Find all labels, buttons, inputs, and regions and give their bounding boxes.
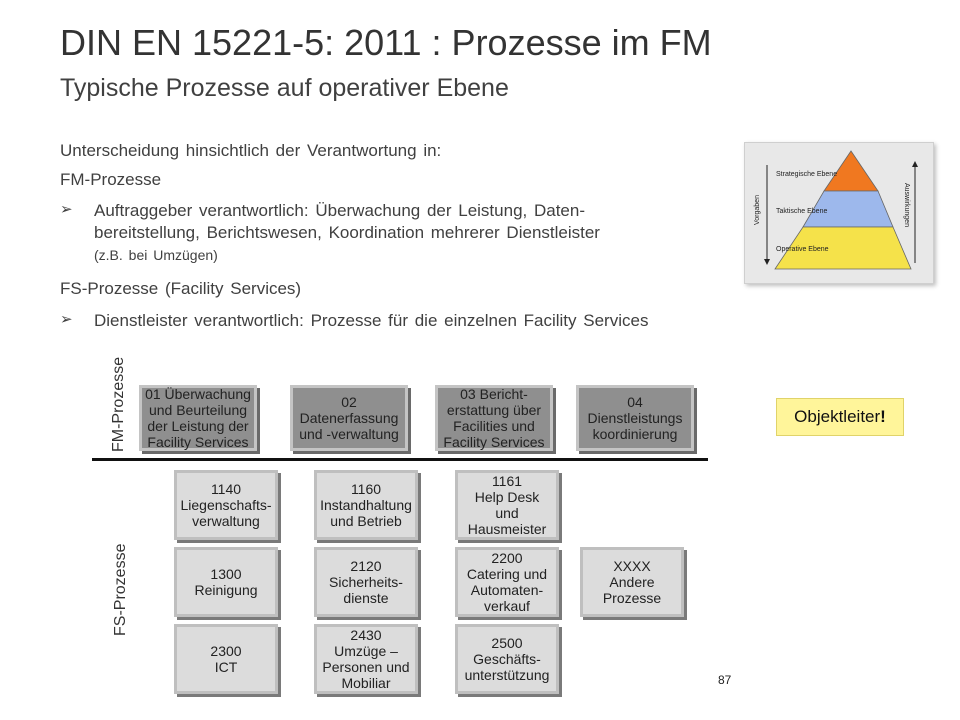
fm-bullet-line2: bereitstellung, Berichtswesen, Koordinat… (94, 223, 600, 242)
pyramid-diagram: Strategische Ebene Taktische Ebene Opera… (744, 142, 934, 284)
fs-bullet-text: Dienstleister verantwortlich: Prozesse f… (94, 311, 649, 330)
pyramid-label-strategic: Strategische Ebene (776, 171, 837, 178)
callout-text: Objektleiter (794, 407, 881, 426)
fm-process-box: 01 Überwachung und Beurteilung der Leist… (139, 385, 257, 451)
slide-title: DIN EN 15221-5: 2011 : Prozesse im FM (60, 22, 712, 63)
fm-bullet-line3: (z.B. bei Umzügen) (94, 247, 218, 263)
bullet-arrow-icon: ➢ (60, 201, 73, 218)
pyramid-label-tactical: Taktische Ebene (776, 208, 827, 215)
fs-process-box: 1300 Reinigung (174, 547, 278, 617)
fm-bullet-text: Auftraggeber verantwortlich: Überwachung… (94, 200, 734, 266)
fs-process-box: 2430 Umzüge – Personen und Mobiliar (314, 624, 418, 694)
separator-line (92, 458, 708, 461)
fs-prozesse-label: FS-Prozesse (112, 543, 129, 636)
up-arrow-icon (912, 161, 918, 167)
fs-heading: FS-Prozesse (Facility Services) (60, 279, 302, 298)
pyramid-svg: Strategische Ebene Taktische Ebene Opera… (754, 150, 918, 270)
fs-process-box: 2300 ICT (174, 624, 278, 694)
fm-heading: FM-Prozesse (60, 170, 162, 189)
objektleiter-callout: Objektleiter! (776, 398, 904, 436)
pyramid-label-operative: Operative Ebene (776, 246, 829, 253)
pyramid-level-operative (774, 226, 912, 270)
fm-process-box: 03 Bericht- erstattung über Facilities u… (435, 385, 553, 451)
bullet-arrow-icon: ➢ (60, 311, 73, 328)
fs-process-box: 1160 Instandhaltung und Betrieb (314, 470, 418, 540)
intro-text: Unterscheidung hinsichtlich der Verantwo… (60, 141, 442, 160)
pyramid-right-label: Auswirkungen (903, 183, 910, 227)
fs-process-box: 2120 Sicherheits- dienste (314, 547, 418, 617)
fs-process-box: 1140 Liegenschafts- verwaltung (174, 470, 278, 540)
fm-prozesse-label: FM-Prozesse (110, 356, 127, 452)
fs-process-box: 2500 Geschäfts- unterstützung (455, 624, 559, 694)
page-number: 87 (718, 673, 732, 687)
fm-bullet-line1: Auftraggeber verantwortlich: Überwachung… (94, 201, 585, 220)
down-arrow-icon (764, 259, 770, 265)
pyramid-left-label: Vorgaben (754, 195, 761, 225)
fm-process-box: 04 Dienstleistungs koordinierung (576, 385, 694, 451)
fs-process-box: 2200 Catering und Automaten- verkauf (455, 547, 559, 617)
fm-process-box: 02 Datenerfassung und -verwaltung (290, 385, 408, 451)
fs-process-box: XXXX Andere Prozesse (580, 547, 684, 617)
fs-process-box: 1161 Help Desk und Hausmeister (455, 470, 559, 540)
callout-mark: ! (880, 407, 886, 426)
slide-subtitle: Typische Prozesse auf operativer Ebene (60, 74, 509, 102)
